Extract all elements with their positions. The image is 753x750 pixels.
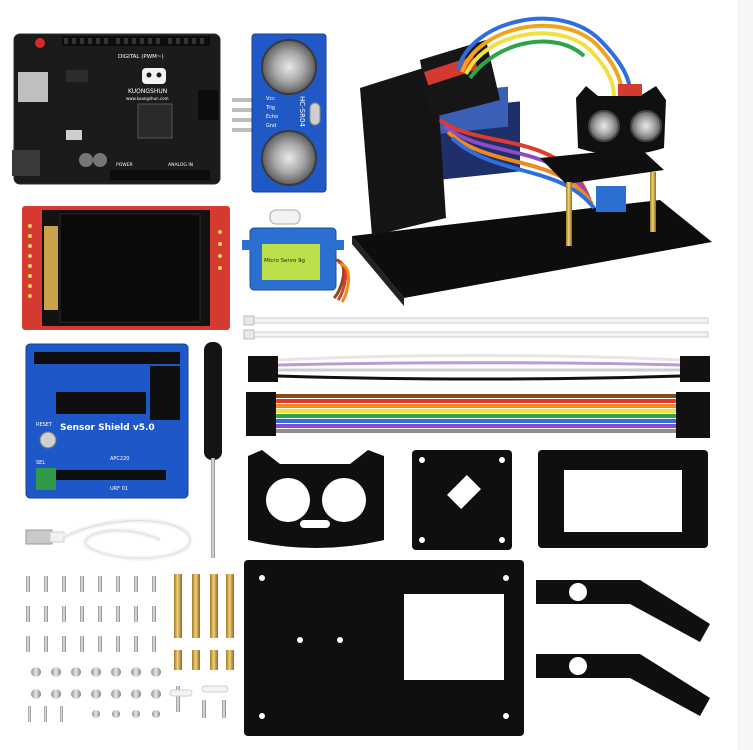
acrylic-side-arms	[536, 580, 710, 716]
tft-display	[22, 206, 230, 330]
micro-servo: Micro Servo 9g	[242, 209, 350, 303]
shield-apc-text: APC220	[110, 456, 129, 462]
acrylic-head-plate	[248, 450, 384, 548]
cable-ties	[243, 315, 709, 340]
shield-reset-text: RESET	[36, 422, 53, 428]
brass-standoffs	[174, 574, 234, 670]
shield-sel-text: SEL	[36, 460, 45, 466]
uno-digital-text: DIGITAL (PWM~)	[118, 54, 164, 60]
ultrasonic-pin-vcc: Vcc	[266, 96, 275, 102]
uno-analog-text: ANALOG IN	[168, 162, 193, 168]
ultrasonic-model-text: HC-SR04	[298, 96, 306, 127]
ultrasonic-pin-echo: Echo	[266, 114, 278, 120]
ultrasonic-sensor: Vcc Trig Echo Gnd HC-SR04	[232, 33, 327, 193]
screws-and-nuts	[26, 576, 226, 722]
acrylic-frame	[538, 450, 708, 548]
white-servo-horns	[169, 685, 229, 697]
uno-power-text: POWER	[116, 162, 133, 168]
acrylic-base-plate	[244, 560, 524, 736]
shield-urf-text: URF 01	[110, 486, 128, 492]
shield-label-text: Sensor Shield v5.0	[60, 423, 155, 433]
uno-board: KUONGSHUN DIGITAL (PWM~) www.kuongshun.c…	[12, 33, 221, 185]
screwdriver	[204, 342, 222, 558]
jumper-wires	[246, 354, 710, 438]
sensor-shield: Sensor Shield v5.0 RESET SEL URF 01 APC2…	[25, 343, 189, 499]
scrollbar[interactable]	[738, 0, 753, 750]
acrylic-servo-plate	[412, 450, 512, 550]
assembled-robot	[352, 16, 712, 306]
servo-label-text: Micro Servo 9g	[264, 258, 305, 264]
ultrasonic-pin-trig: Trig	[265, 105, 275, 111]
ultrasonic-pin-gnd: Gnd	[266, 123, 276, 129]
uno-web-text: www.kuongshun.com	[126, 96, 169, 101]
usb-cable	[25, 518, 193, 561]
uno-brand-text: KUONGSHUN	[128, 88, 167, 95]
